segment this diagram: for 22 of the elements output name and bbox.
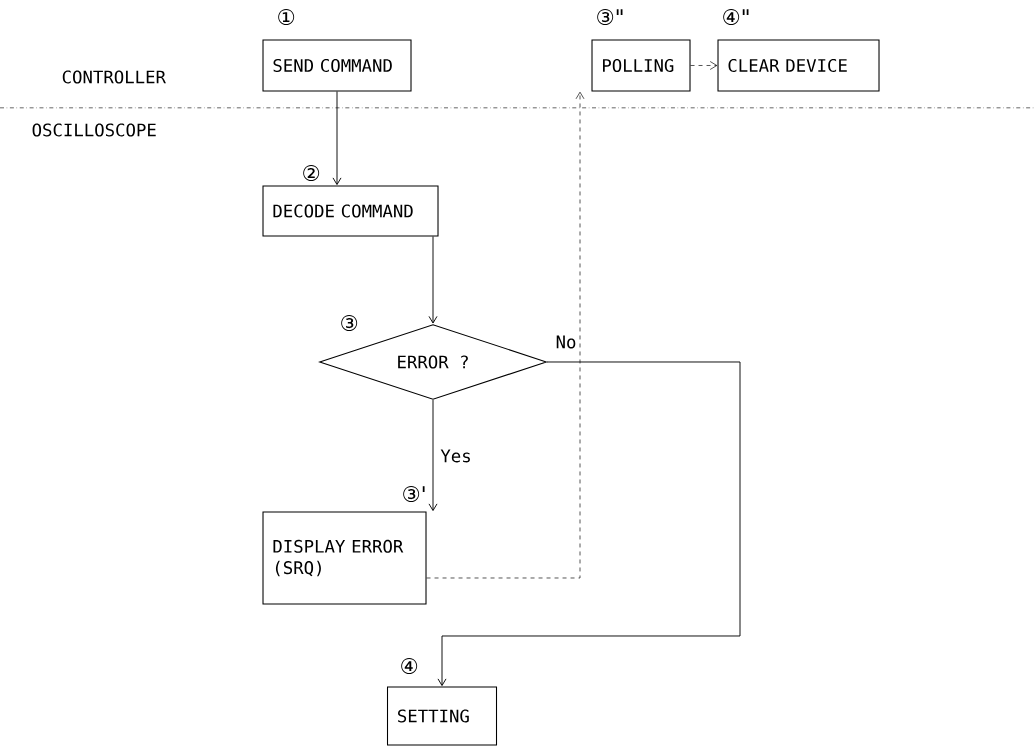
arrow — [426, 91, 585, 579]
edge-label: No — [554, 334, 578, 350]
step-number: ④ — [401, 658, 418, 674]
process-box: SEND COMMAND — [262, 39, 412, 92]
process-box: DECODE COMMAND — [262, 185, 439, 237]
arrow — [437, 361, 741, 686]
arrow — [428, 399, 438, 511]
step-number: ① — [278, 9, 295, 25]
step-number: ② — [303, 165, 320, 181]
step-number: ③" — [597, 9, 623, 25]
lane-label: CONTROLLER — [62, 70, 166, 84]
arrow — [332, 91, 342, 185]
process-box: DISPLAY ERROR (SRQ) — [262, 511, 427, 605]
process-box: POLLING — [591, 39, 691, 92]
step-number: ③' — [403, 486, 425, 502]
process-box: SETTING — [386, 686, 498, 746]
edge-label: Yes — [439, 448, 473, 464]
lane-label: OSCILLOSCOPE — [32, 123, 156, 137]
arrow — [428, 236, 438, 324]
arrow — [690, 61, 718, 70]
process-box: CLEAR DEVICE — [717, 39, 880, 92]
step-number: ④" — [723, 9, 749, 25]
